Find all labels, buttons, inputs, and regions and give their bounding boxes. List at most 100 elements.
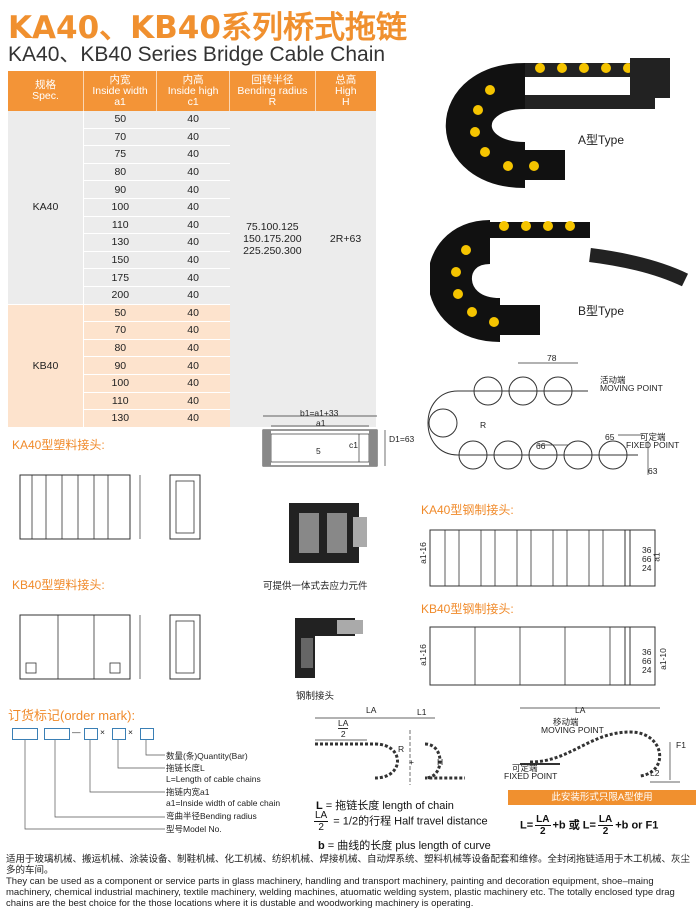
legend-quantity: 数量(条)Quantity(Bar) [166,751,248,761]
legend-length-en: L=Length of cable chains [166,774,261,784]
ka-dim-36: 36 [642,545,652,555]
dim-78: 78 [547,353,557,363]
moving-cn-top: 活动端 [600,375,626,385]
installation-diagram [520,707,680,783]
ka-dim-66: 66 [642,554,652,564]
inside-width-cell: 50 [83,304,157,323]
spec-cell: KB40 [8,304,84,428]
inside-high-cell: 40 [156,339,230,358]
install-note: 此安装形式只限A型使用 [508,790,696,805]
ka40-plastic-title: KA40型塑料接头: [12,438,105,452]
inside-width-cell: 130 [83,409,157,428]
order-box-width [84,728,98,740]
inside-high-cell: 40 [156,216,230,235]
inside-width-cell: 80 [83,163,157,182]
page-title: KA40、KB40系列桥式拖链 [8,10,407,46]
footer-en: They can be used as a component or servi… [6,876,675,909]
inside-high-cell: 40 [156,180,230,199]
order-x-2: × [128,727,133,737]
legend-radius: 弯曲半径Bending radius [166,811,257,821]
radius-line: 75.100.125 [246,221,299,233]
inside-high-cell: 40 [156,374,230,393]
order-box-radius [44,728,70,740]
travel-plus: + [409,757,414,767]
legend-width-cn: 拖链内宽a1 [166,787,210,797]
b1-label: b1=a1+33 [300,408,339,418]
order-box-quantity [140,728,154,740]
cross-section-drawing [262,415,386,467]
dim-66: 66 [536,441,546,451]
travel-la: LA [366,705,377,715]
radius-line: 150.175.200 [243,233,302,245]
inside-width-cell: 110 [83,392,157,411]
kb-a1-16: a1-16 [417,644,428,666]
inside-high-cell: 40 [156,128,230,147]
install-la: LA [575,705,586,715]
inside-high-cell: 40 [156,321,230,340]
kb-a1-10: a1-10 [657,648,668,670]
order-leader-lines [24,740,165,830]
ka-a1-side: a1 [651,552,662,562]
fixed-en-top: FIXED POINT [626,440,680,450]
install-l2: L2 [650,768,660,778]
bending-side-drawing [427,362,649,475]
inside-width-cell: 100 [83,198,157,217]
inside-high-cell: 40 [156,356,230,375]
steel-joint-photo [295,618,363,678]
inside-width-cell: 70 [83,321,157,340]
total-height-cell: 2R+63 [315,111,376,428]
kb40-plastic-joint-drawing [19,614,201,680]
kb40-plastic-title: KB40型塑料接头: [12,578,105,592]
inside-high-cell: 40 [156,198,230,217]
inside-width-cell: 150 [83,251,157,270]
inside-width-cell: 130 [83,233,157,252]
inside-width-cell: 175 [83,268,157,287]
install-fixed-cn: 可定端 [512,763,538,773]
inside-width-cell: 50 [83,111,157,129]
inside-high-cell: 40 [156,251,230,270]
kb40-steel-joint-drawing [429,626,656,686]
travel-l1: L1 [417,707,427,717]
inside-high-cell: 40 [156,111,230,129]
legend-model: 型号Model No. [166,824,222,834]
footer-cn: 适用于玻璃机械、搬运机械、涂装设备、制鞋机械、化工机械、纺织机械、焊接机械、自动… [6,854,691,876]
inside-width-cell: 90 [83,356,157,375]
steel-joint-caption: 钢制接头 [296,691,335,702]
ka40-steel-joint-drawing [429,529,656,587]
install-moving-en: MOVING POINT [541,725,604,735]
footer-text: 适用于玻璃机械、搬运机械、涂装设备、制鞋机械、化工机械、纺织机械、焊接机械、自动… [6,854,696,909]
order-box-model [12,728,38,740]
five-label: 5 [316,446,321,456]
inside-high-cell: 40 [156,145,230,164]
travel-r: R [398,744,405,754]
inside-width-cell: 90 [83,180,157,199]
def-l: L = 拖链长度 length of chain [316,800,454,812]
page-subtitle: KA40、KB40 Series Bridge Cable Chain [8,43,386,66]
dim-63: 63 [648,466,658,476]
inside-high-cell: 40 [156,304,230,323]
type-b-label: B型Type [578,304,625,318]
kb40-steel-title: KB40型钢制接头: [421,602,514,616]
dim-65: 65 [605,432,615,442]
inside-high-cell: 40 [156,392,230,411]
